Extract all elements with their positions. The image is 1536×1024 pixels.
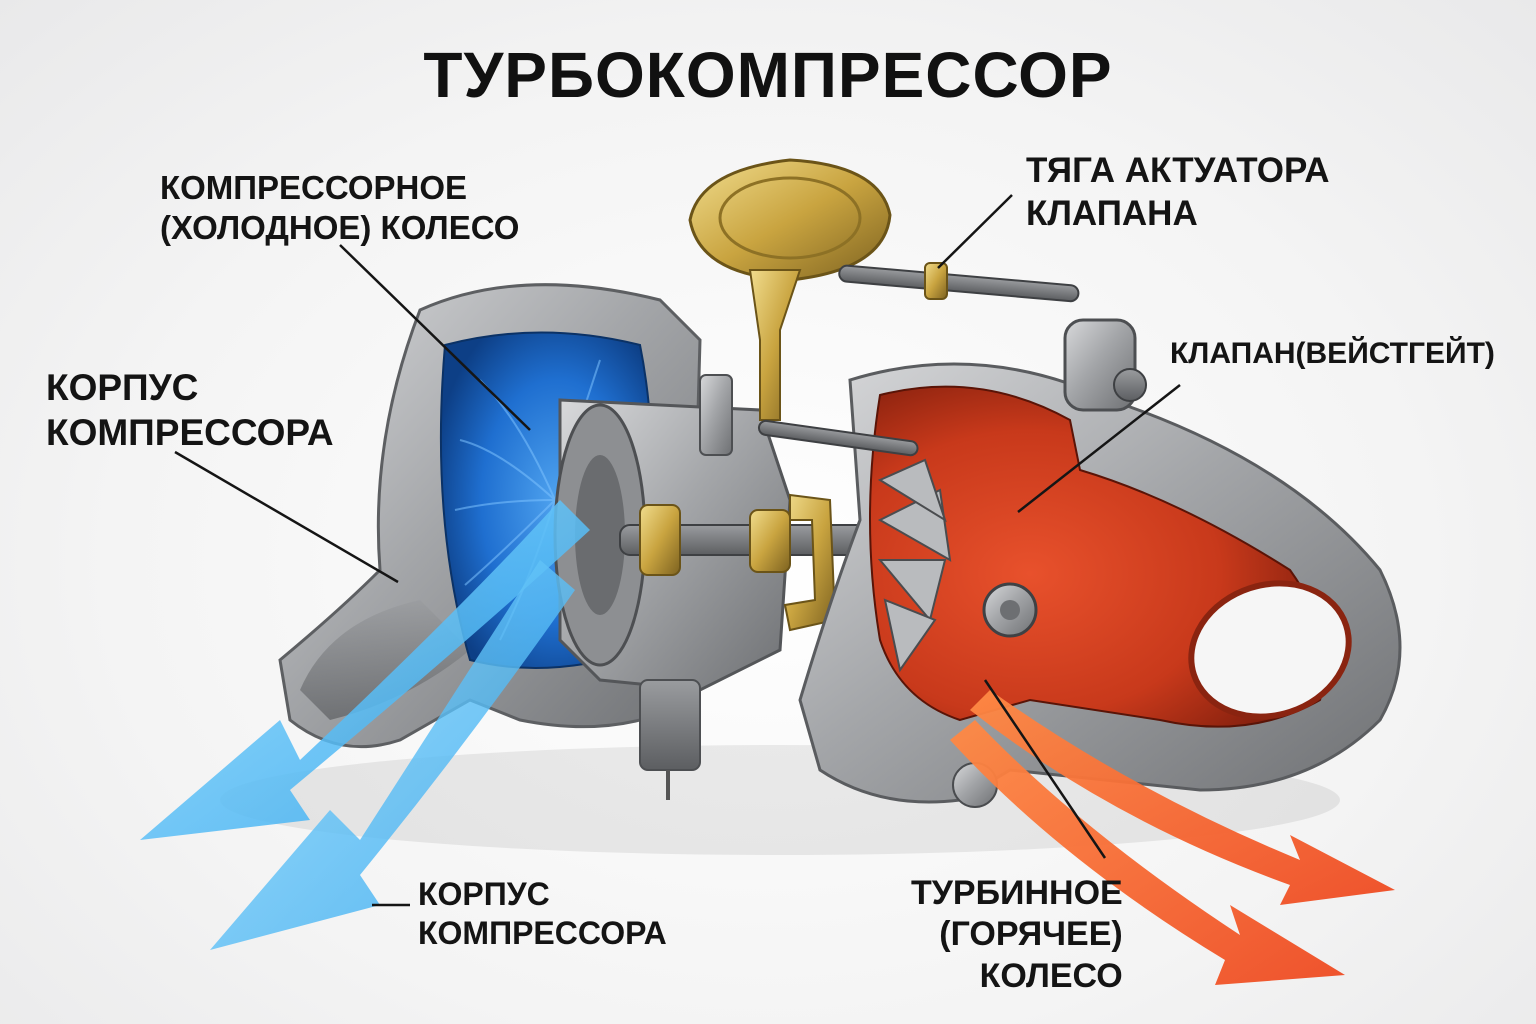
leader-line-wheel [339, 244, 531, 431]
leader-lines [174, 194, 1181, 907]
leader-line-housing [174, 450, 399, 584]
label-compressor-housing-bottom: КОРПУС КОМПРЕССОРА [418, 876, 667, 952]
label-turbine-wheel: ТУРБИННОЕ (ГОРЯЧЕЕ) КОЛЕСО [911, 874, 1123, 995]
label-wastegate-valve: КЛАПАН(ВЕЙСТГЕЙТ) [1170, 337, 1495, 370]
wastegate-actuator [688, 158, 1080, 457]
leader-line-rod [937, 194, 1013, 269]
leader-line-turbine [983, 679, 1107, 859]
diagram-title: ТУРБОКОМПРЕССОР [423, 39, 1113, 111]
label-actuator-rod: ТЯГА АКТУАТОРА КЛАПАНА [1026, 151, 1330, 233]
label-compressor-housing: КОРПУС КОМПРЕССОРА [46, 367, 334, 454]
turbine-housing [798, 318, 1402, 808]
label-compressor-wheel: КОМПРЕССОРНОЕ (ХОЛОДНОЕ) КОЛЕСО [160, 169, 520, 247]
hot-exhaust-flow [950, 690, 1395, 985]
cold-air-flow [140, 500, 590, 950]
leader-line-valve [1017, 384, 1181, 513]
